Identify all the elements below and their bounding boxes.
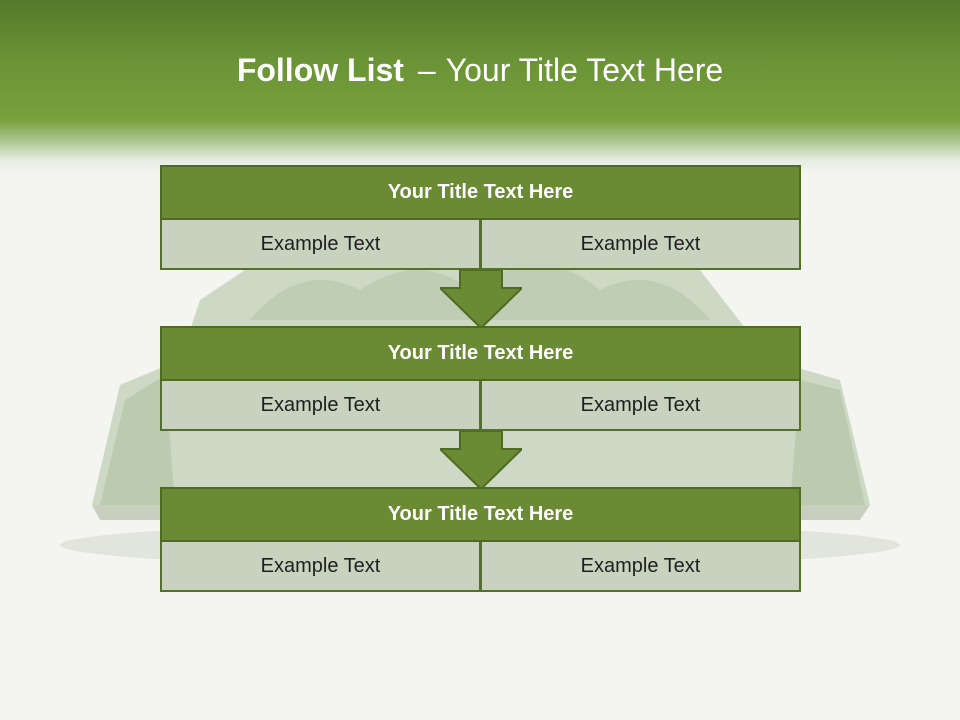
block-title: Your Title Text Here xyxy=(160,326,801,381)
down-arrow-icon xyxy=(440,270,522,328)
block-cell-left: Example Text xyxy=(160,381,481,431)
slide-title: Follow List–Your Title Text Here xyxy=(0,52,960,89)
block-cells: Example Text Example Text xyxy=(160,220,801,270)
header-band xyxy=(0,0,960,175)
block-cell-right: Example Text xyxy=(481,220,801,270)
list-block-1: Your Title Text Here Example Text Exampl… xyxy=(160,165,801,270)
title-bold: Follow List xyxy=(236,52,404,88)
block-cell-left: Example Text xyxy=(160,542,481,592)
block-title: Your Title Text Here xyxy=(160,487,801,542)
block-title: Your Title Text Here xyxy=(160,165,801,220)
block-cell-right: Example Text xyxy=(481,381,801,431)
block-cells: Example Text Example Text xyxy=(160,542,801,592)
block-cell-left: Example Text xyxy=(160,220,481,270)
list-block-3: Your Title Text Here Example Text Exampl… xyxy=(160,487,801,592)
list-block-2: Your Title Text Here Example Text Exampl… xyxy=(160,326,801,431)
block-cells: Example Text Example Text xyxy=(160,381,801,431)
down-arrow-icon xyxy=(440,431,522,489)
block-cell-right: Example Text xyxy=(481,542,801,592)
title-dash: – xyxy=(417,52,436,88)
title-rest: Your Title Text Here xyxy=(445,52,724,88)
